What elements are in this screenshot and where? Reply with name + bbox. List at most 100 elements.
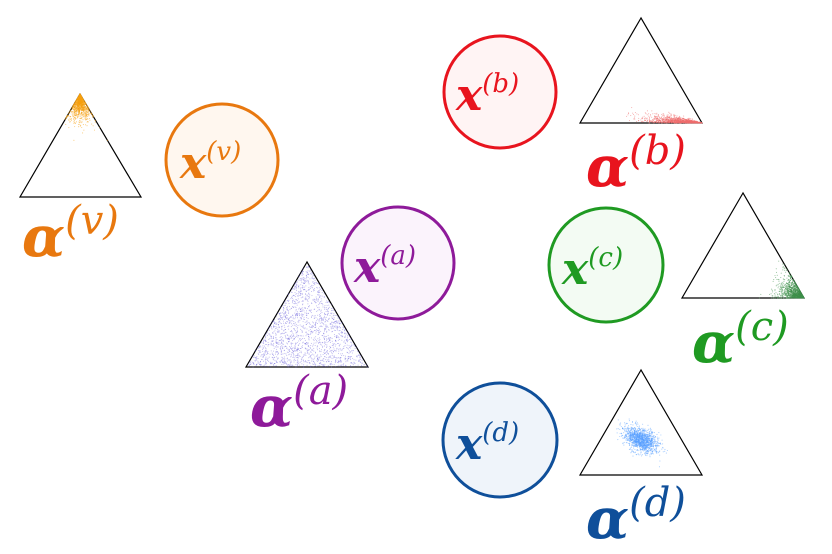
sample-point-a bbox=[308, 336, 310, 338]
sample-point-a bbox=[265, 361, 267, 363]
sample-point-a bbox=[316, 282, 318, 284]
sample-point-a bbox=[326, 300, 328, 302]
sample-point-b bbox=[667, 116, 669, 119]
sample-point-a bbox=[290, 343, 292, 345]
sample-point-v bbox=[77, 109, 79, 111]
sample-point-a bbox=[282, 362, 284, 364]
sample-point-c bbox=[771, 288, 773, 290]
sample-point-a bbox=[283, 305, 285, 307]
sample-point-a bbox=[318, 329, 320, 331]
sample-point-a bbox=[297, 298, 299, 300]
sample-point-a bbox=[309, 323, 311, 325]
sample-point-b bbox=[674, 119, 677, 121]
sample-point-a bbox=[319, 302, 321, 304]
sample-point-b bbox=[648, 115, 650, 117]
sample-point-a bbox=[302, 324, 304, 326]
sample-point-a bbox=[296, 332, 298, 334]
sample-point-a bbox=[314, 351, 316, 353]
sample-point-a bbox=[308, 306, 310, 308]
sample-point-a bbox=[297, 313, 299, 315]
sample-point-a bbox=[316, 357, 318, 359]
sample-point-b bbox=[686, 119, 688, 121]
sample-point-b bbox=[638, 117, 640, 119]
sample-point-a bbox=[313, 275, 315, 277]
sample-point-a bbox=[324, 338, 325, 340]
sample-point-a bbox=[273, 321, 275, 323]
sample-point-a bbox=[347, 348, 349, 350]
sample-point-a bbox=[297, 348, 299, 350]
sample-point-a bbox=[361, 362, 363, 364]
sample-point-a bbox=[305, 361, 307, 363]
sample-point-a bbox=[270, 363, 272, 365]
sample-point-a bbox=[342, 347, 344, 349]
sample-point-a bbox=[272, 320, 274, 322]
sample-point-b bbox=[654, 120, 656, 122]
sample-point-v bbox=[73, 119, 76, 121]
sample-point-a bbox=[335, 359, 337, 361]
sample-point-a bbox=[294, 349, 296, 351]
sample-point-a bbox=[321, 290, 323, 292]
sample-point-a bbox=[273, 342, 275, 344]
sample-point-b bbox=[666, 115, 668, 118]
sample-point-a bbox=[311, 277, 313, 279]
sample-point-a bbox=[337, 336, 339, 338]
alpha-symbol-v: α bbox=[22, 204, 65, 270]
sample-point-a bbox=[331, 307, 333, 309]
sample-point-a bbox=[363, 364, 365, 366]
sample-point-a bbox=[268, 333, 270, 335]
sample-point-a bbox=[334, 362, 336, 364]
sample-point-a bbox=[252, 366, 254, 368]
sample-point-a bbox=[326, 305, 328, 307]
samples-a bbox=[248, 265, 368, 368]
sample-point-a bbox=[325, 366, 327, 368]
sample-point-a bbox=[301, 313, 303, 315]
sample-point-a bbox=[286, 347, 288, 349]
sample-point-a bbox=[314, 356, 316, 358]
sample-point-a bbox=[302, 326, 304, 328]
sample-point-a bbox=[347, 339, 349, 341]
sample-point-a bbox=[308, 349, 310, 351]
sample-point-a bbox=[305, 324, 307, 326]
sample-point-v bbox=[74, 112, 76, 114]
sample-point-a bbox=[359, 355, 361, 357]
sample-point-v bbox=[74, 110, 76, 112]
sample-point-a bbox=[338, 323, 340, 325]
sample-point-b bbox=[674, 114, 676, 117]
sample-point-a bbox=[323, 312, 325, 314]
sample-point-a bbox=[318, 296, 320, 298]
sample-point-a bbox=[320, 355, 322, 357]
sample-point-v bbox=[86, 111, 88, 113]
sample-point-a bbox=[299, 301, 301, 303]
sample-point-a bbox=[308, 360, 310, 362]
sample-point-a bbox=[312, 363, 314, 365]
sample-point-a bbox=[300, 278, 302, 280]
sample-point-a bbox=[282, 341, 284, 343]
sample-point-a bbox=[292, 298, 294, 300]
sample-point-a bbox=[340, 332, 342, 334]
sample-point-v bbox=[84, 102, 86, 104]
sample-point-a bbox=[294, 314, 296, 316]
sample-point-a bbox=[291, 302, 293, 304]
sample-point-v bbox=[73, 108, 75, 110]
sample-point-b bbox=[690, 121, 692, 123]
sample-point-b bbox=[685, 119, 687, 121]
sample-point-a bbox=[321, 359, 323, 361]
sample-point-a bbox=[354, 348, 356, 349]
sample-point-a bbox=[334, 321, 336, 323]
sample-point-a bbox=[280, 335, 282, 337]
sample-point-a bbox=[292, 351, 294, 353]
sample-point-a bbox=[299, 361, 301, 363]
sample-point-a bbox=[313, 299, 315, 301]
sample-point-a bbox=[303, 277, 305, 279]
sample-point-a bbox=[349, 336, 351, 338]
sample-point-v bbox=[86, 125, 88, 127]
sample-point-a bbox=[276, 323, 278, 325]
sample-point-a bbox=[300, 348, 302, 350]
sample-point-a bbox=[336, 347, 338, 349]
sample-point-a bbox=[302, 273, 304, 275]
sample-point-a bbox=[267, 359, 269, 361]
sample-point-a bbox=[305, 308, 307, 309]
sample-point-a bbox=[309, 363, 311, 365]
sample-point-a bbox=[271, 340, 273, 342]
sample-point-a bbox=[327, 309, 329, 311]
